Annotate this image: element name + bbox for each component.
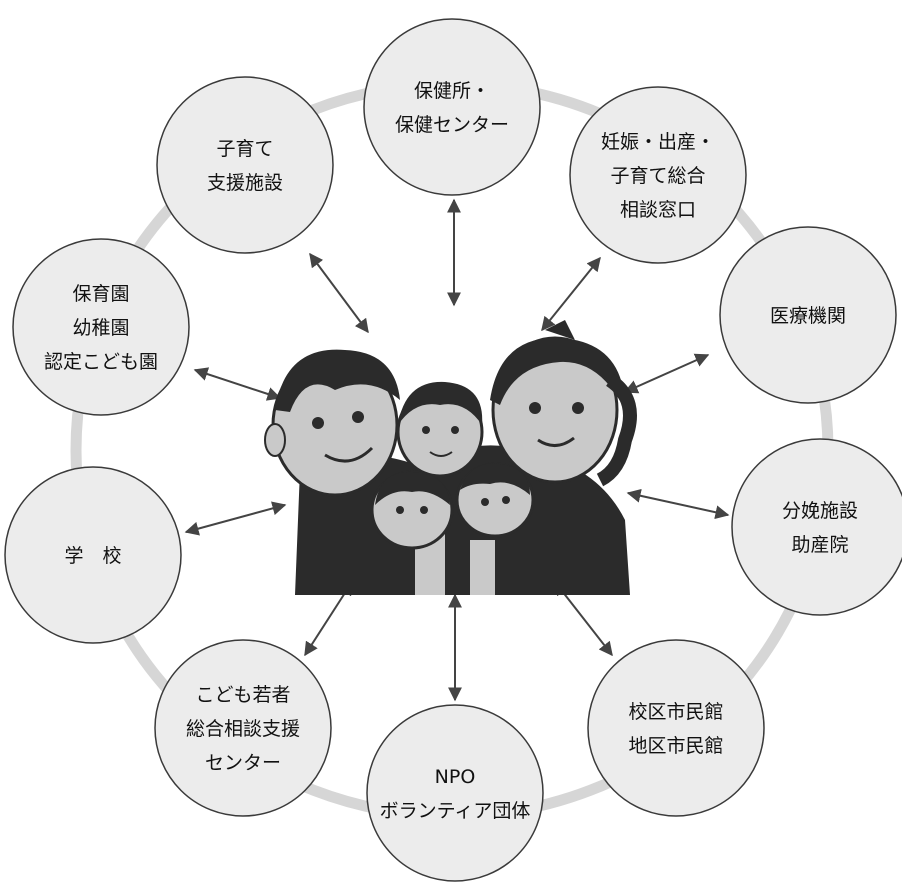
- node-school: 学 校: [4, 466, 182, 644]
- connector-arrow-medical-institutions: [623, 353, 710, 394]
- node-circle: [4, 466, 182, 644]
- family-illustration: [264, 320, 637, 595]
- mother-figure: [490, 320, 637, 487]
- node-circle: [719, 226, 897, 404]
- node-label-line: 助産院: [791, 534, 848, 556]
- node-circle: [569, 86, 747, 264]
- node-label-line: 幼稚園: [72, 317, 129, 339]
- node-label-line: 支援施設: [207, 172, 283, 194]
- baby-figure: [455, 462, 535, 538]
- node-medical-institutions: 医療機関: [719, 226, 897, 404]
- node-circle: [731, 438, 902, 616]
- node-label-line: 校区市民館: [628, 701, 723, 723]
- node-label-line: 総合相談支援: [186, 718, 300, 740]
- service-nodes: 保健所・保健センター妊娠・出産・子育て総合相談窓口医療機関分娩施設助産院校区市民…: [4, 18, 902, 882]
- node-label-line: 妊娠・出産・: [601, 131, 715, 153]
- node-label-line: こども若者: [195, 684, 290, 706]
- node-label-line: 保育園: [72, 283, 129, 305]
- node-label-line: 学 校: [64, 545, 121, 567]
- node-label-line: ボランティア団体: [380, 800, 531, 822]
- node-npo-volunteer: NPO ボランティア団体: [366, 704, 544, 882]
- child-figure: [396, 381, 484, 478]
- node-circle: [366, 704, 544, 882]
- connector-arrow-childcare-support: [309, 252, 369, 334]
- node-health-center: 保健所・保健センター: [363, 18, 541, 196]
- node-label-line: NPO: [435, 766, 476, 788]
- node-label-line: 子育て総合: [610, 165, 705, 187]
- node-circle: [154, 639, 332, 817]
- connector-arrow-school: [184, 501, 287, 536]
- node-circle: [363, 18, 541, 196]
- node-label-line: 相談窓口: [620, 199, 696, 221]
- father-figure: [264, 349, 400, 497]
- node-circle: [587, 639, 765, 817]
- connector-arrow-delivery-facilities: [626, 488, 730, 520]
- baby-figure: [370, 470, 454, 550]
- node-circle: [12, 238, 190, 416]
- node-circle: [156, 76, 334, 254]
- node-label-line: 分娩施設: [782, 500, 858, 522]
- connector-arrow-nursery: [193, 367, 282, 401]
- node-label-line: センター: [205, 752, 281, 774]
- node-label-line: 子育て: [216, 138, 273, 160]
- node-label-line: 医療機関: [770, 305, 846, 327]
- node-label-line: 地区市民館: [628, 735, 723, 757]
- node-label-line: 保健センター: [395, 114, 509, 136]
- node-label-line: 保健所・: [414, 80, 490, 102]
- connector-arrow-pregnancy-consultation: [541, 256, 601, 332]
- node-label-line: 認定こども園: [44, 351, 158, 373]
